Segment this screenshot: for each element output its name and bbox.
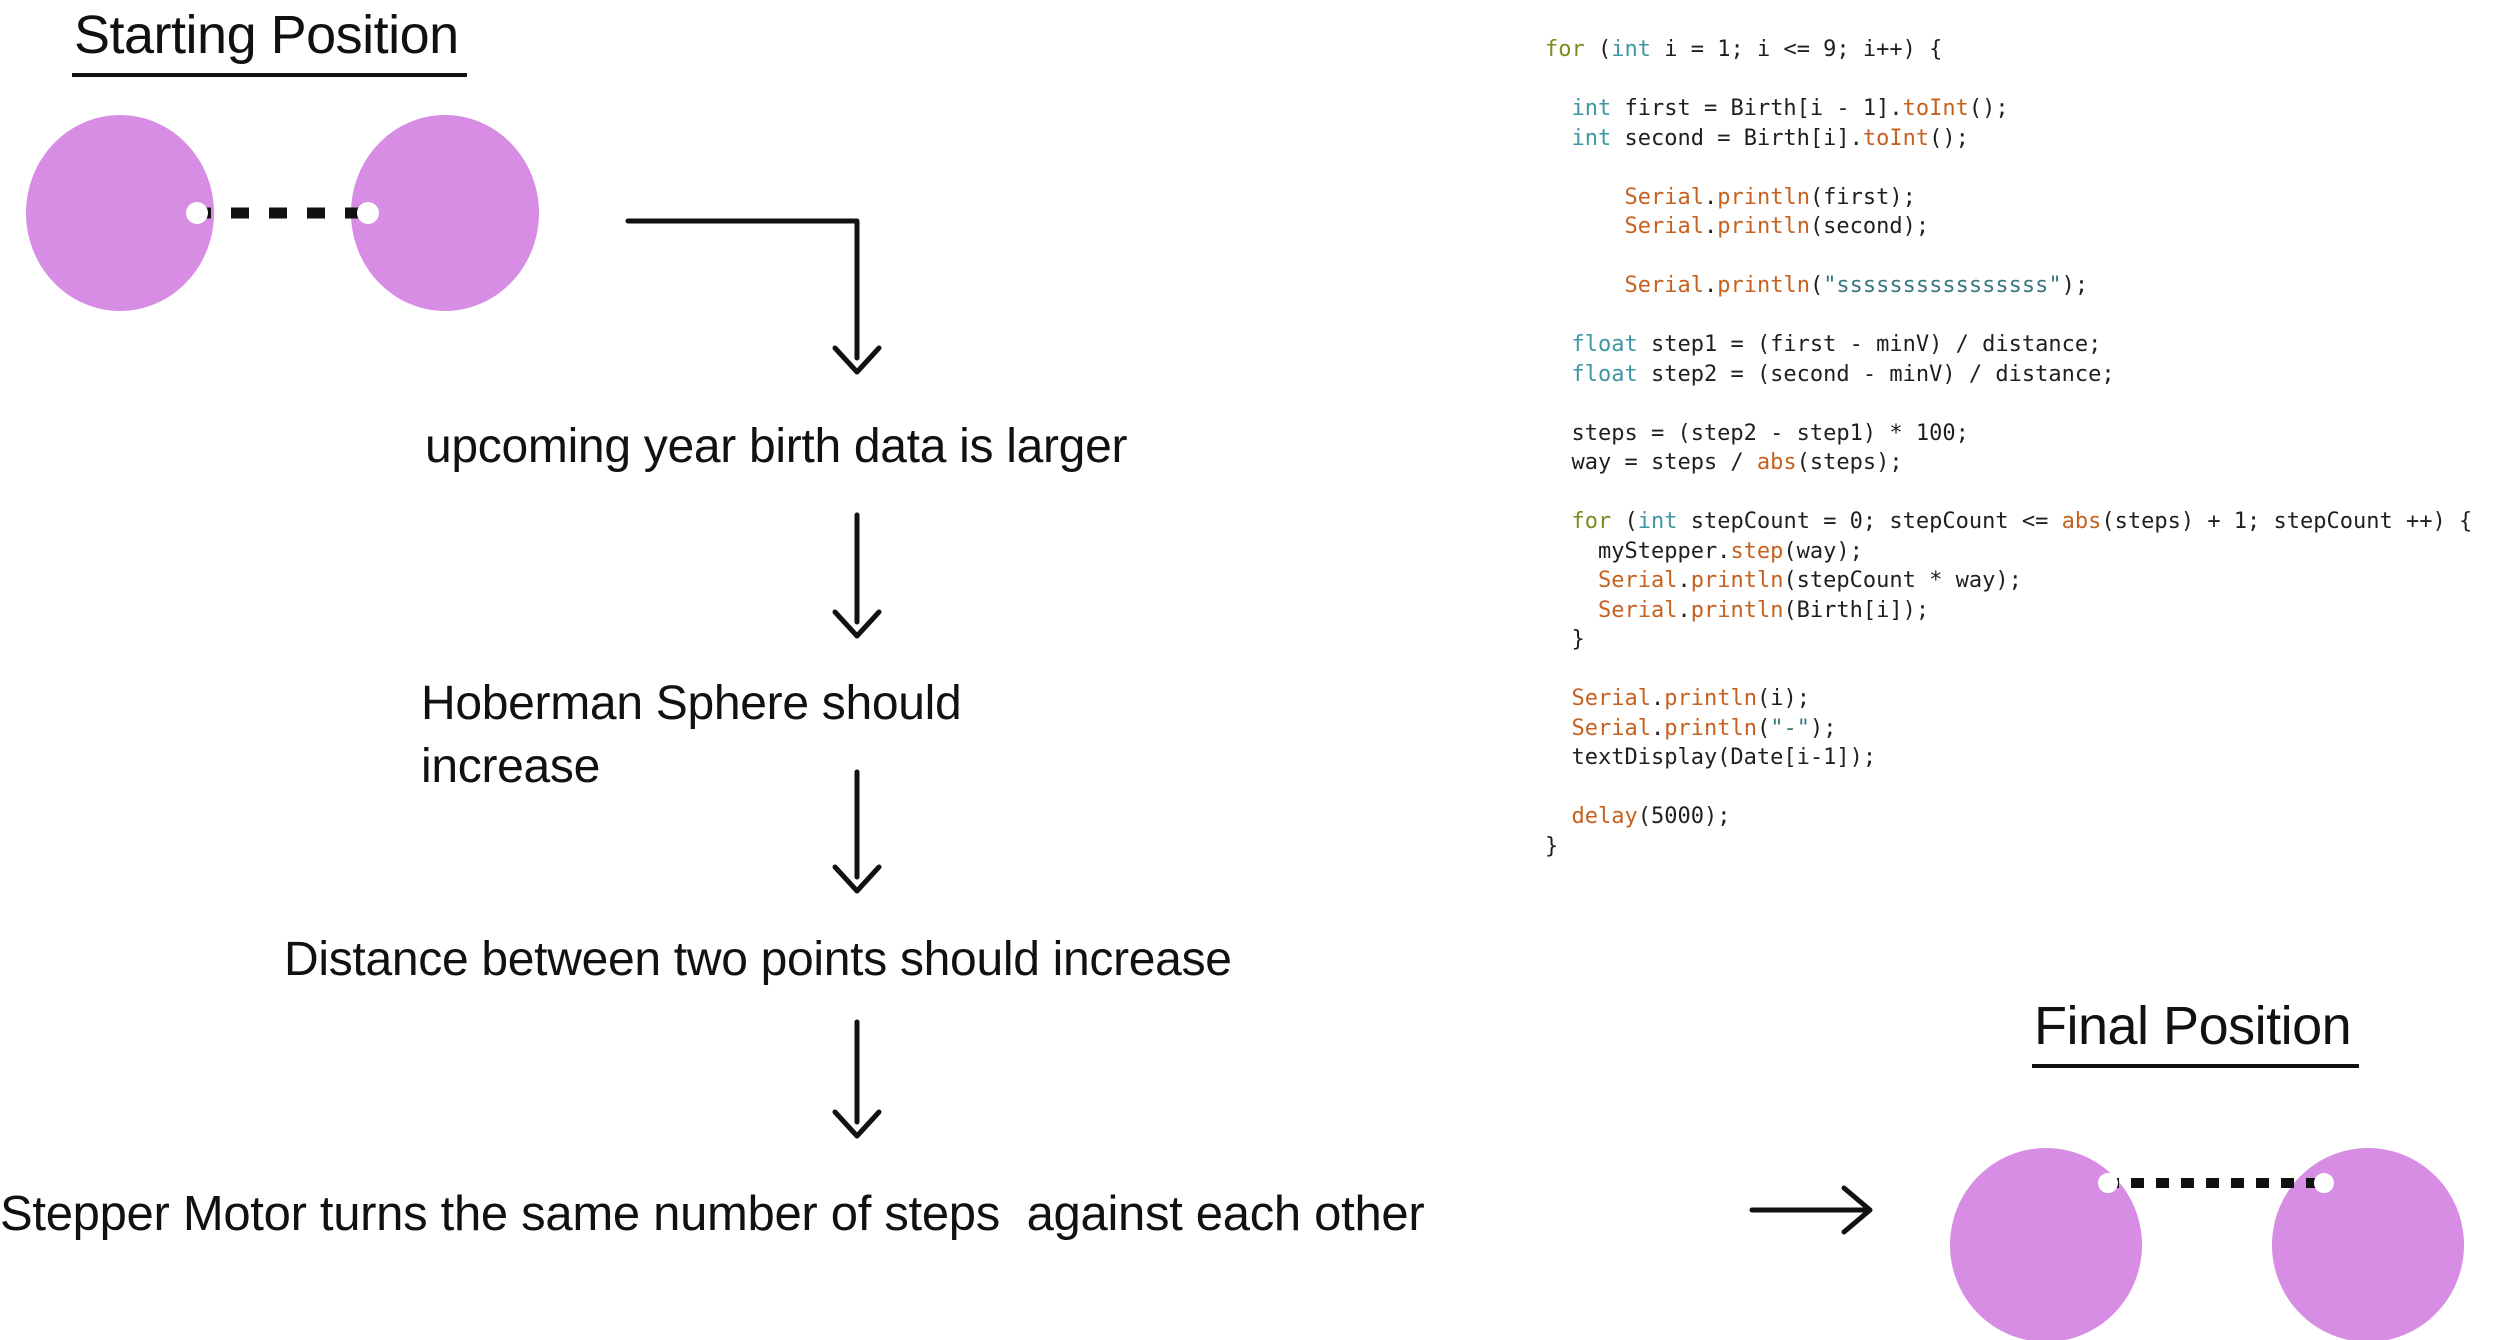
code-line: steps = (step2 - step1) * 100; [1545,420,1969,446]
code-line: textDisplay(Date[i-1]); [1545,745,1877,770]
final-sphere-left [1950,1148,2142,1340]
start-pivot-dot-right [357,202,379,224]
code-line [1545,773,2472,803]
code-line: int second = Birth[i].toInt(); [1571,125,1969,151]
code-line [1545,478,2472,508]
final-arrow-right-head [1841,1185,1873,1235]
flow-arrow-elbow [625,218,860,361]
code-line [1545,153,2472,183]
flow-step-4: Stepper Motor turns the same number of s… [0,1187,1425,1241]
code-line: Serial.println("-"); [1571,715,1837,741]
code-line: Serial.println(first); [1624,184,1916,210]
code-snippet: for (int i = 1; i <= 9; i++) { int first… [1545,35,2472,861]
code-line [1545,301,2472,331]
code-line: Serial.println("ssssssssssssssss"); [1624,273,2089,298]
flow-arrow-elbow-head [832,345,882,375]
flow-arrow-down-3-head [832,1109,882,1139]
final-position-title: Final Position [2032,995,2360,1068]
code-line: for (int stepCount = 0; stepCount <= abs… [1571,509,2473,534]
code-line: myStepper.step(way); [1545,538,1863,564]
flow-arrow-down-1-head [832,609,882,639]
code-line: Serial.println(second); [1624,214,1930,239]
flow-step-1: upcoming year birth data is larger [425,420,1128,473]
code-line: Serial.println(stepCount * way); [1597,568,2022,593]
code-line: way = steps / abs(steps); [1545,450,1903,475]
code-line [1545,389,2472,419]
code-line: Serial.println(i); [1571,686,1810,711]
code-line: } [1545,833,1559,859]
code-line: delay(5000); [1571,804,1731,829]
code-line [1545,65,2472,95]
start-pivot-dot-left [186,202,208,224]
code-line: int first = Birth[i - 1].toInt(); [1571,96,2009,121]
code-line [1545,655,2472,685]
flow-step-2: Hoberman Sphere should increase [421,677,962,793]
starting-position-title: Starting Position [72,4,467,77]
final-sphere-right [2272,1148,2464,1340]
code-line: float step2 = (second - minV) / distance… [1571,361,2115,387]
start-sphere-left [26,115,214,311]
final-pivot-dot-left [2098,1173,2118,1193]
final-pivot-dot-right [2314,1173,2334,1193]
code-line: for (int i = 1; i <= 9; i++) { [1545,37,1943,62]
flow-arrow-down-2-head [832,864,882,894]
flow-step-3: Distance between two points should incre… [284,933,1232,986]
code-line [1545,242,2472,272]
code-line: } [1545,627,1585,652]
code-line: Serial.println(Birth[i]); [1597,597,1930,623]
code-line: float step1 = (first - minV) / distance; [1571,332,2102,357]
start-sphere-right [351,115,539,311]
